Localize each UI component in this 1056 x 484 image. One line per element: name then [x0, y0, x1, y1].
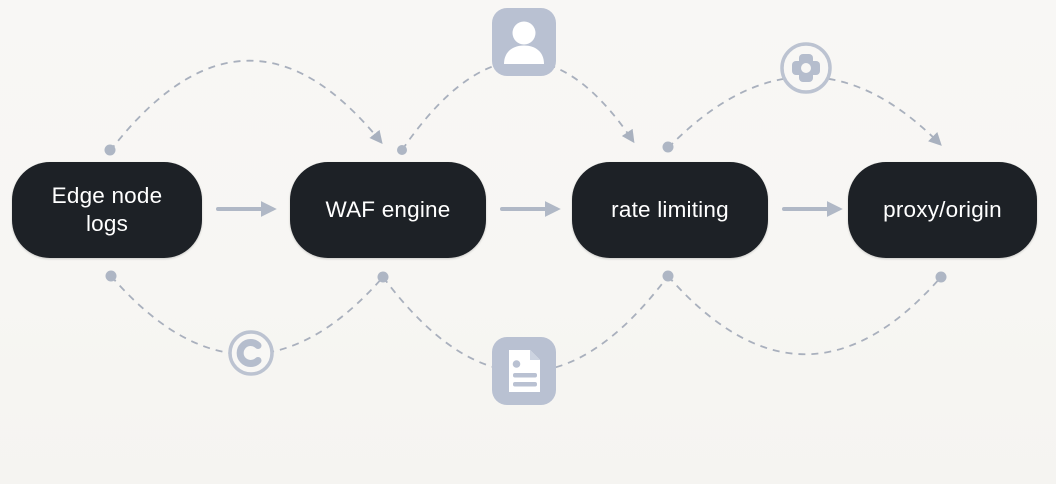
arc-endpoint-dots: [104, 141, 947, 283]
user-icon: [492, 8, 556, 76]
refresh-icon: [227, 329, 275, 377]
arc-top-edge-to-waf: [109, 59, 383, 152]
arc-bottom-rate-to-proxy: [667, 275, 942, 356]
node-label: Edge node logs: [51, 182, 163, 236]
node-label: proxy/origin: [883, 196, 1002, 222]
dashed-arcs: [109, 59, 942, 373]
node-proxy-origin: proxy/origin: [848, 162, 1037, 258]
arc-top-waf-to-rate: [401, 59, 635, 151]
node-label: WAF engine: [325, 196, 451, 222]
node-edge-node-logs: Edge node logs: [12, 162, 202, 258]
document-icon: [492, 337, 556, 405]
arc-bottom-waf-to-rate: [382, 275, 669, 373]
node-rate-limiting: rate limiting: [572, 162, 768, 258]
node-label: rate limiting: [611, 196, 729, 222]
node-waf-engine: WAF engine: [290, 162, 486, 258]
gear-icon: [779, 41, 833, 95]
